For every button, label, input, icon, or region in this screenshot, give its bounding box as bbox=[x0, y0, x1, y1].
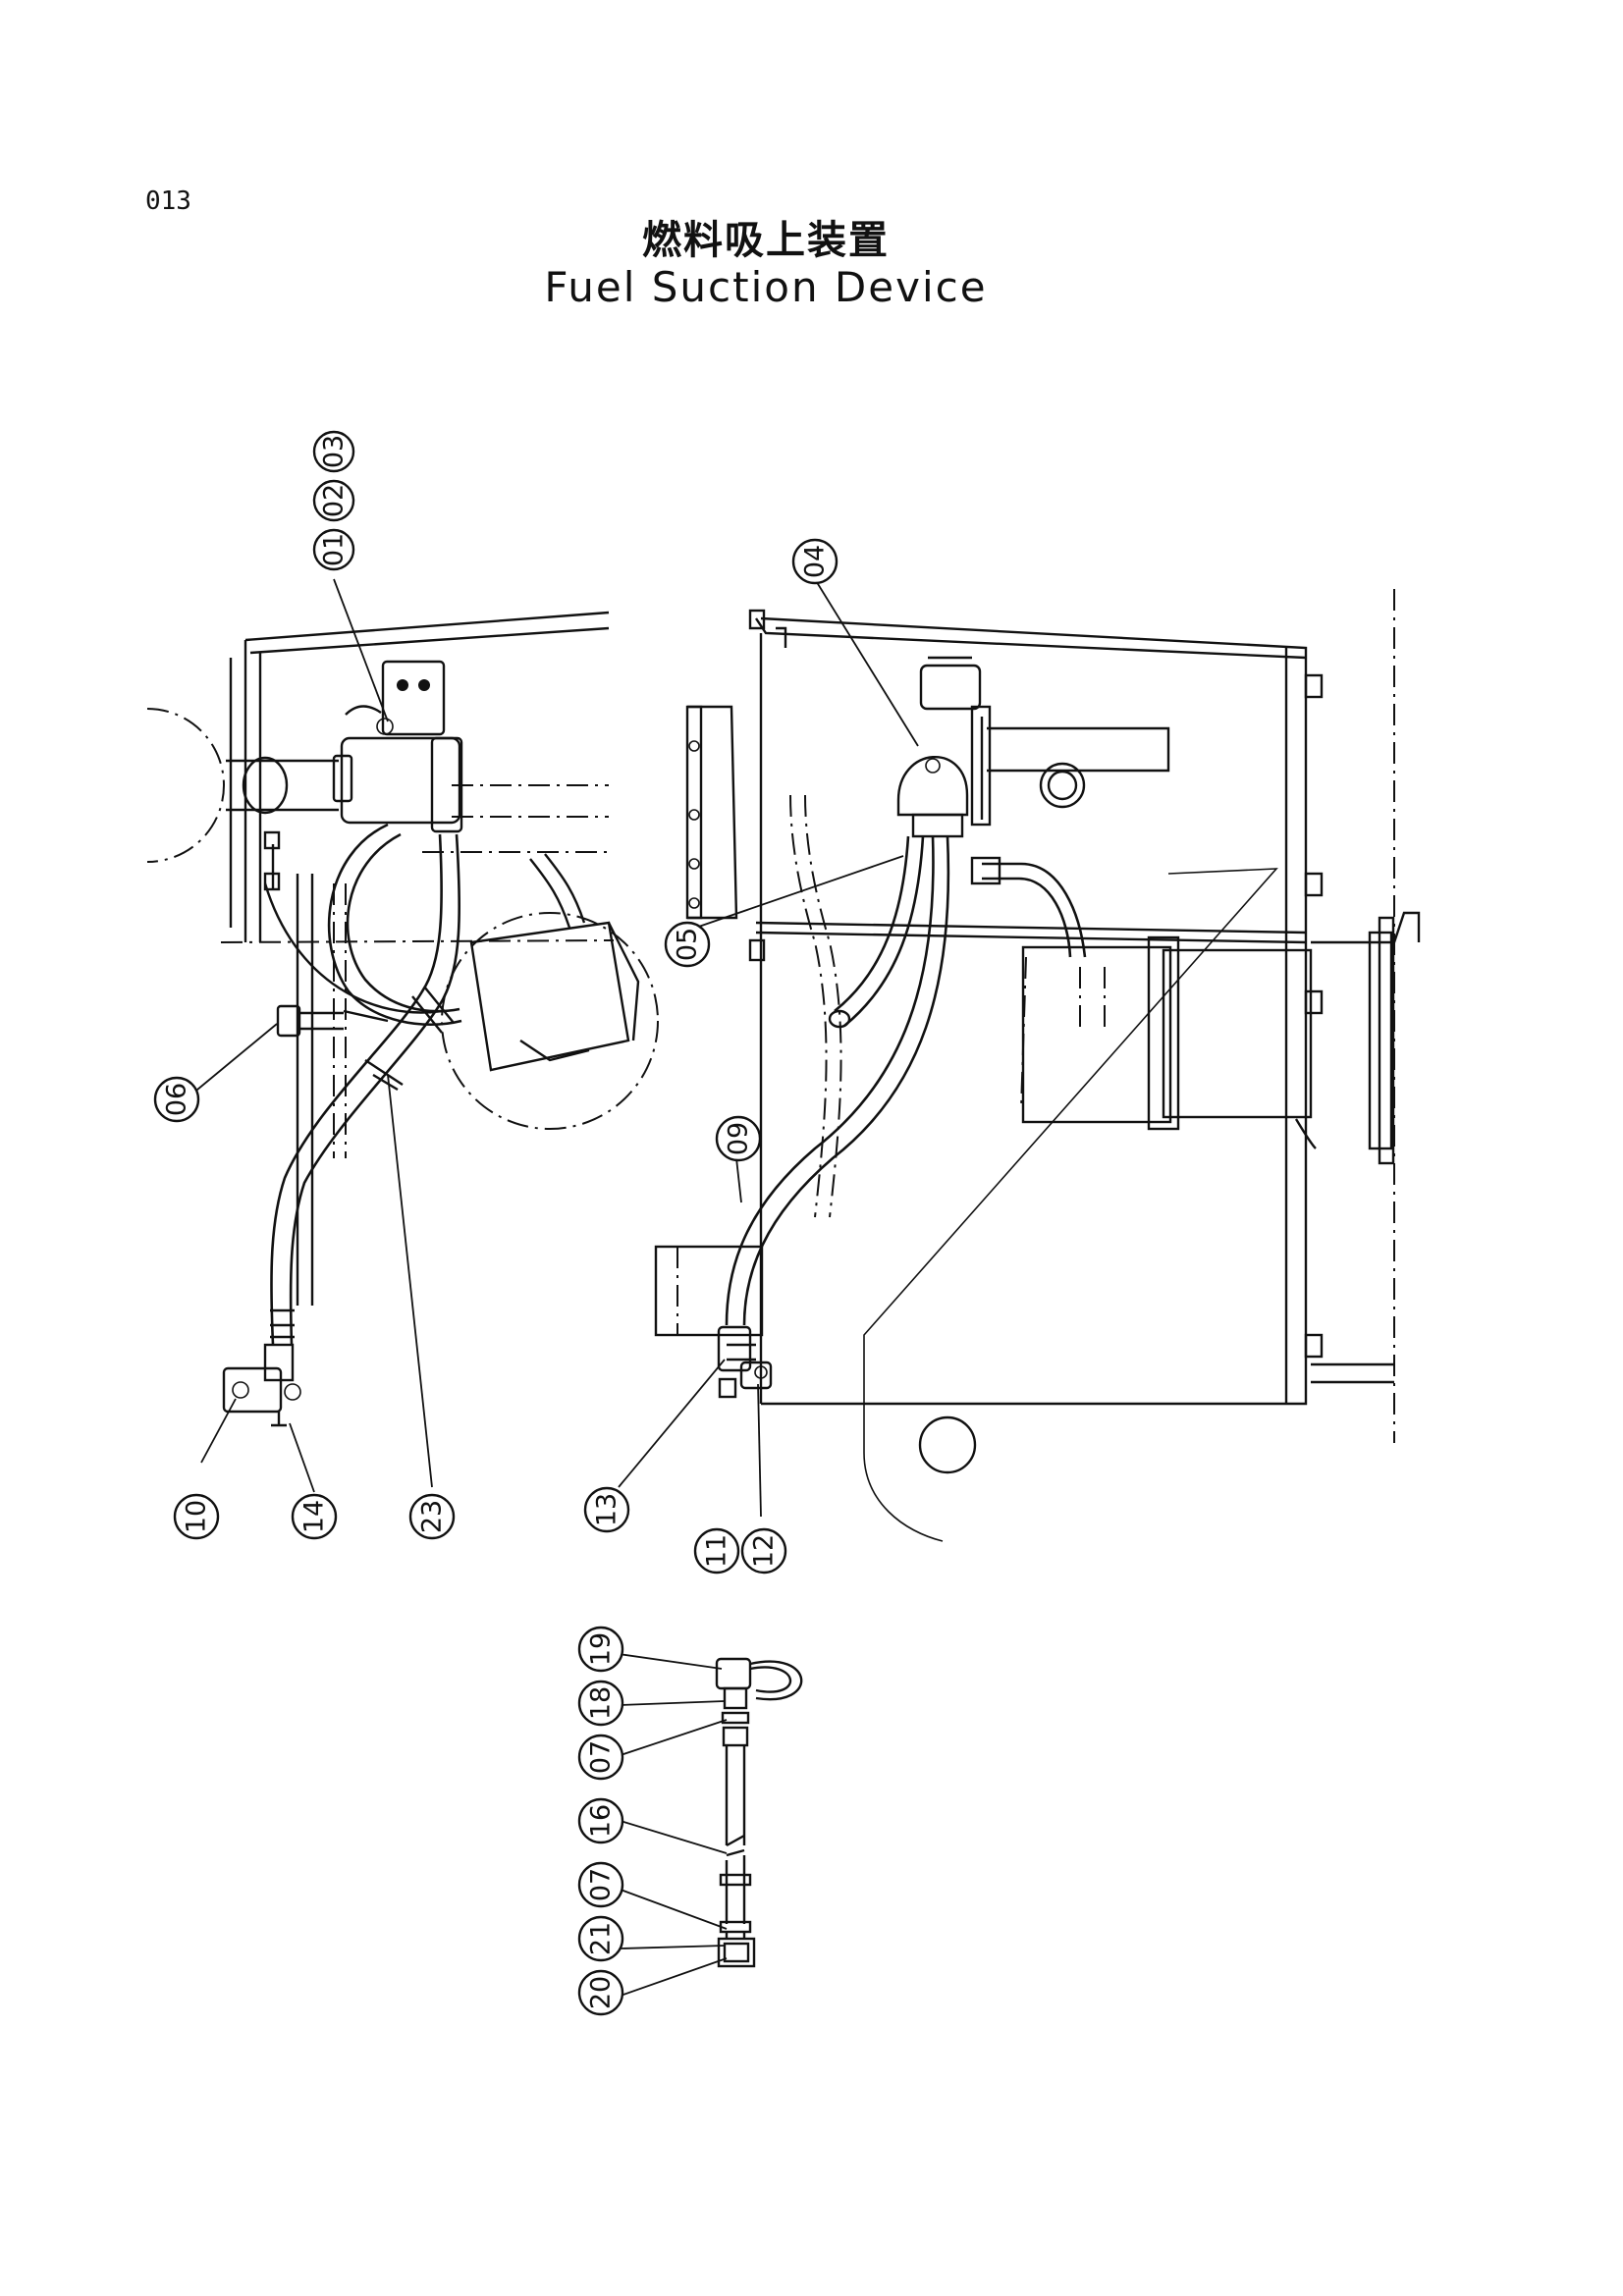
svg-text:21: 21 bbox=[586, 1922, 617, 1955]
callout-02: 02 bbox=[312, 479, 355, 522]
svg-text:14: 14 bbox=[299, 1500, 330, 1533]
svg-text:07: 07 bbox=[586, 1740, 617, 1774]
callout-03: 03 bbox=[312, 430, 355, 473]
svg-text:06: 06 bbox=[162, 1083, 192, 1116]
svg-text:13: 13 bbox=[592, 1493, 622, 1526]
callout-19: 19 bbox=[577, 1626, 624, 1673]
svg-text:16: 16 bbox=[586, 1804, 617, 1838]
svg-text:05: 05 bbox=[673, 928, 703, 961]
callout-18: 18 bbox=[577, 1680, 624, 1727]
callout-14: 14 bbox=[291, 1493, 338, 1540]
svg-text:02: 02 bbox=[319, 484, 350, 517]
callout-06: 06 bbox=[153, 1076, 200, 1123]
callouts: 01 02 03 04 05 06 09 10 14 23 13 bbox=[153, 430, 839, 2016]
title-english: Fuel Suction Device bbox=[544, 263, 988, 311]
svg-text:01: 01 bbox=[319, 533, 350, 566]
callout-05: 05 bbox=[664, 921, 711, 968]
bottom-detail bbox=[715, 1657, 803, 1968]
svg-text:19: 19 bbox=[586, 1632, 617, 1666]
callout-07-upper: 07 bbox=[577, 1734, 624, 1781]
callout-11: 11 bbox=[693, 1527, 740, 1575]
leader-lines bbox=[190, 578, 919, 1997]
callout-01: 01 bbox=[312, 528, 355, 571]
svg-text:09: 09 bbox=[724, 1122, 754, 1155]
svg-text:03: 03 bbox=[319, 435, 350, 468]
left-dashed-arc bbox=[146, 708, 225, 863]
svg-text:04: 04 bbox=[800, 545, 831, 578]
page-number: 013 bbox=[145, 187, 191, 216]
callout-04: 04 bbox=[791, 538, 839, 585]
callout-21: 21 bbox=[577, 1915, 624, 1962]
svg-text:18: 18 bbox=[586, 1686, 617, 1720]
svg-text:12: 12 bbox=[749, 1534, 780, 1568]
frame-top-line bbox=[244, 611, 610, 642]
callout-23: 23 bbox=[408, 1493, 456, 1540]
title-japanese: 燃料吸上装置 bbox=[642, 218, 890, 263]
svg-text:23: 23 bbox=[417, 1500, 448, 1533]
callout-13: 13 bbox=[583, 1486, 630, 1533]
svg-text:07: 07 bbox=[586, 1868, 617, 1901]
callout-10: 10 bbox=[173, 1493, 220, 1540]
left-assembly bbox=[146, 611, 659, 1427]
callout-12: 12 bbox=[740, 1527, 787, 1575]
callout-20: 20 bbox=[577, 1969, 624, 2016]
callout-16: 16 bbox=[577, 1797, 624, 1844]
svg-text:10: 10 bbox=[182, 1500, 212, 1533]
callout-07-lower: 07 bbox=[577, 1861, 624, 1908]
callout-09: 09 bbox=[715, 1115, 762, 1162]
right-assembly bbox=[654, 589, 1421, 1542]
svg-text:20: 20 bbox=[586, 1976, 617, 2009]
svg-text:11: 11 bbox=[702, 1534, 732, 1568]
